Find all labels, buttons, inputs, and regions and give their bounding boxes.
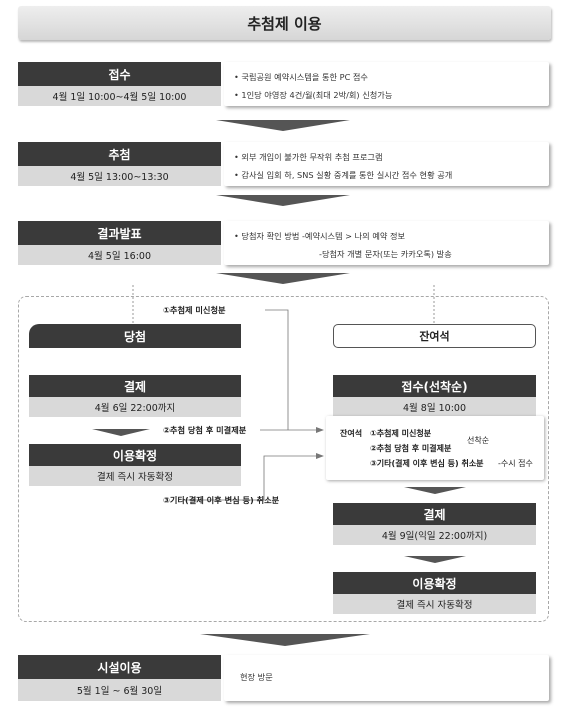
- arrow-reception-to-draw: [216, 120, 350, 131]
- flow-arrowhead-unpaid: [316, 427, 324, 433]
- remaining-reception-header: 접수(선착순): [333, 375, 536, 397]
- flow-label-cancelled: ③기타(결제 이후 변심 등) 취소분: [163, 495, 280, 505]
- detail-item-unapplied: ①추첨제 미신청분: [370, 429, 432, 438]
- flow-arrowhead-cancelled: [316, 453, 324, 459]
- arrow-draw-to-result: [216, 195, 350, 206]
- reception-period: 4월 1일 10:00~4월 5일 10:00: [18, 86, 221, 106]
- arrow-winner-payment-to-confirm: [92, 429, 150, 436]
- flow-line-unapplied: [265, 309, 289, 430]
- detail-item-unpaid: ②추첨 당첨 후 미결제분: [370, 444, 452, 453]
- result-item: • 당첨자 확인 방법 -예약시스템 > 나의 예약 정보: [234, 231, 406, 241]
- detail-tag: 잔여석: [340, 429, 363, 438]
- winner-header: 당첨: [29, 324, 241, 348]
- arrow-remaining-payment-to-confirm: [404, 556, 466, 563]
- arrow-result-to-split: [216, 273, 350, 284]
- remaining-confirm-note: 결제 즉시 자동확정: [333, 594, 536, 614]
- draw-item: • 감사실 입회 하, SNS 실황 중계를 통한 실시간 접수 현황 공개: [234, 170, 453, 180]
- draw-header: 추첨: [18, 142, 221, 166]
- flow-line-cancelled: [182, 455, 318, 501]
- facility-description: 현장 방문: [224, 655, 549, 701]
- arrow-remaining-detail-to-payment: [404, 487, 466, 494]
- remaining-payment-deadline: 4월 9일(익일 22:00까지): [333, 525, 536, 545]
- detail-item-cancelled: ③기타(결제 이후 변심 등) 취소분: [370, 459, 484, 468]
- draw-description: • 외부 개입이 불가한 무작위 추첨 프로그램 • 감사실 입회 하, SNS…: [224, 142, 549, 186]
- page-title: 추첨제 이용: [18, 6, 551, 40]
- detail-bracket-label: 선착순: [467, 436, 490, 445]
- draw-item: • 외부 개입이 불가한 무작위 추첨 프로그램: [234, 152, 383, 162]
- winner-confirm-note: 결제 즉시 자동확정: [29, 466, 241, 486]
- arrow-panel-to-facility: [200, 634, 370, 646]
- facility-period: 5월 1일 ~ 6월 30일: [18, 679, 221, 701]
- result-item: -당첨자 개별 문자(또는 카카오톡) 발송: [319, 249, 452, 259]
- draw-period: 4월 5일 13:00~13:30: [18, 166, 221, 186]
- flow-label-unapplied: ①추첨제 미신청분: [163, 305, 226, 315]
- flow-label-unpaid: ②추첨 당첨 후 미결제분: [163, 425, 247, 435]
- winner-confirm-header: 이용확정: [29, 444, 241, 466]
- remaining-header: 잔여석: [333, 324, 536, 348]
- outcome-panel: [18, 296, 549, 622]
- remaining-detail-box: 잔여석 ①추첨제 미신청분 ②추첨 당첨 후 미결제분 ③기타(결제 이후 변심…: [326, 416, 544, 480]
- reception-item: • 국립공원 예약시스템을 통한 PC 접수: [234, 72, 368, 82]
- result-header: 결과발표: [18, 221, 221, 245]
- reception-item: • 1인당 야영장 4건/월(최대 2박/회) 신청가능: [234, 90, 393, 100]
- remaining-payment-header: 결제: [333, 503, 536, 525]
- remaining-confirm-header: 이용확정: [333, 572, 536, 594]
- result-description: • 당첨자 확인 방법 -예약시스템 > 나의 예약 정보 -당첨자 개별 문자…: [224, 221, 549, 265]
- detail-suffix: -수시 접수: [498, 459, 533, 468]
- facility-header: 시설이용: [18, 655, 221, 679]
- reception-description: • 국립공원 예약시스템을 통한 PC 접수 • 1인당 야영장 4건/월(최대…: [224, 62, 549, 106]
- result-date: 4월 5일 16:00: [18, 245, 221, 265]
- reception-header: 접수: [18, 62, 221, 86]
- winner-payment-header: 결제: [29, 375, 241, 397]
- winner-payment-deadline: 4월 6일 22:00까지: [29, 397, 241, 417]
- remaining-reception-date: 4월 8일 10:00: [333, 397, 536, 417]
